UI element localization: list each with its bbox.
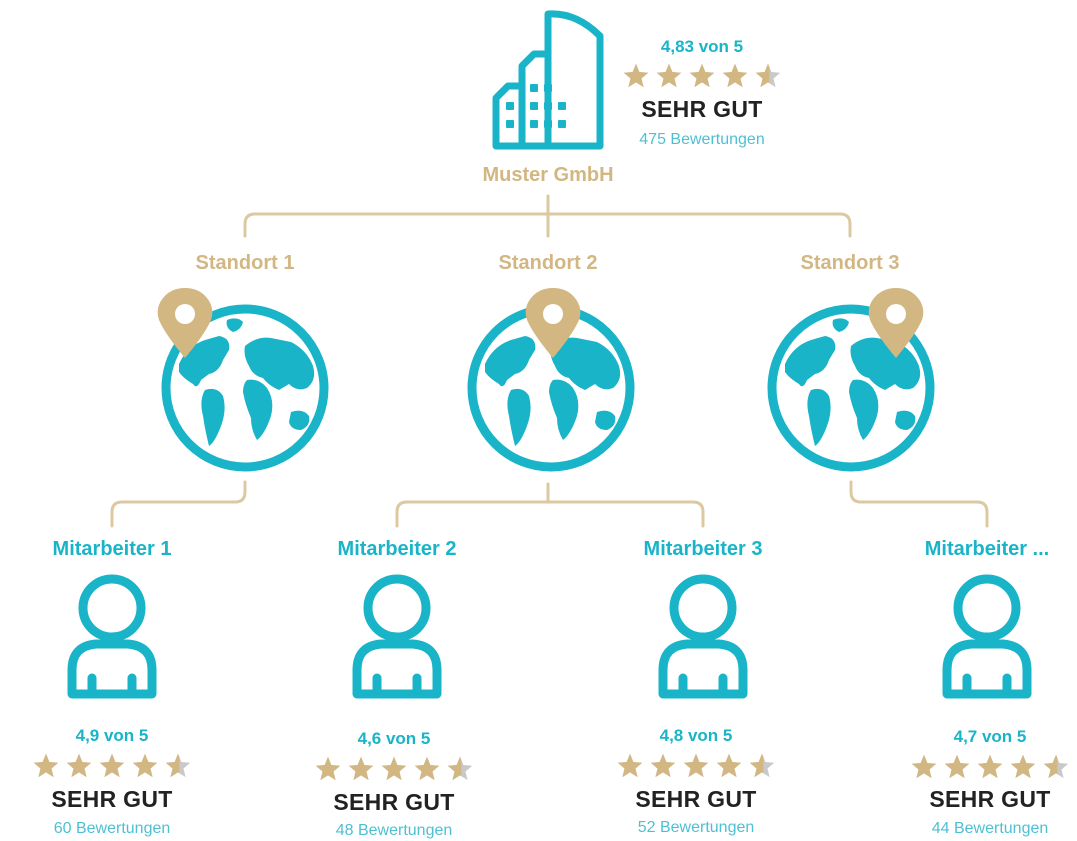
employee-label-4: Mitarbeiter ... (924, 538, 1050, 560)
employee-verdict-1: SEHR GUT (51, 786, 173, 812)
location-label-2: Standort 2 (498, 252, 598, 274)
star-icon (656, 63, 682, 88)
star-icon (33, 753, 59, 778)
office-building-icon (492, 10, 604, 150)
star-icon (683, 753, 709, 778)
star-icon (99, 753, 125, 778)
location-label-1: Standort 1 (195, 252, 295, 274)
employee-star-rating-4 (910, 753, 1070, 781)
employee-star-rating-3 (616, 752, 776, 780)
star-icon (66, 753, 92, 778)
employee-score-2: 4,6 von 5 (357, 729, 431, 748)
company-name: Muster GmbH (482, 164, 614, 186)
person-icon (939, 572, 1035, 700)
star-icon (315, 756, 341, 781)
company-verdict: SEHR GUT (641, 96, 763, 122)
employee-review-count-2: 48 Bewertungen (335, 822, 453, 839)
employee-verdict-2: SEHR GUT (333, 789, 455, 815)
employee-label-3: Mitarbeiter 3 (643, 538, 763, 560)
employee-verdict-3: SEHR GUT (635, 786, 757, 812)
employee-review-count-1: 60 Bewertungen (53, 820, 171, 837)
person-icon (655, 572, 751, 700)
star-icon (911, 754, 937, 779)
star-icon (944, 754, 970, 779)
location-label-3: Standort 3 (800, 252, 900, 274)
globe-icon (463, 280, 643, 480)
star-icon (623, 63, 649, 88)
star-icon (755, 63, 781, 88)
globe-icon (157, 280, 337, 480)
star-icon (1043, 754, 1069, 779)
star-icon (165, 753, 191, 778)
star-icon (447, 756, 473, 781)
employee-label-1: Mitarbeiter 1 (52, 538, 172, 560)
star-icon (1010, 754, 1036, 779)
star-icon (977, 754, 1003, 779)
employee-review-count-4: 44 Bewertungen (931, 820, 1049, 837)
company-star-rating (622, 62, 782, 90)
star-icon (722, 63, 748, 88)
employee-score-3: 4,8 von 5 (659, 726, 733, 745)
globe-icon (763, 280, 943, 480)
star-icon (132, 753, 158, 778)
person-icon (64, 572, 160, 700)
star-icon (348, 756, 374, 781)
company-review-count: 475 Bewertungen (639, 131, 765, 148)
star-icon (617, 753, 643, 778)
person-icon (349, 572, 445, 700)
employee-label-2: Mitarbeiter 2 (337, 538, 457, 560)
star-icon (650, 753, 676, 778)
employee-star-rating-2 (314, 755, 474, 783)
employee-score-1: 4,9 von 5 (75, 726, 149, 745)
star-icon (689, 63, 715, 88)
star-icon (749, 753, 775, 778)
star-icon (414, 756, 440, 781)
star-icon (381, 756, 407, 781)
company-score: 4,83 von 5 (660, 37, 744, 56)
employee-review-count-3: 52 Bewertungen (637, 819, 755, 836)
employee-verdict-4: SEHR GUT (929, 786, 1051, 812)
star-icon (716, 753, 742, 778)
employee-score-4: 4,7 von 5 (953, 727, 1027, 746)
employee-star-rating-1 (32, 752, 192, 780)
